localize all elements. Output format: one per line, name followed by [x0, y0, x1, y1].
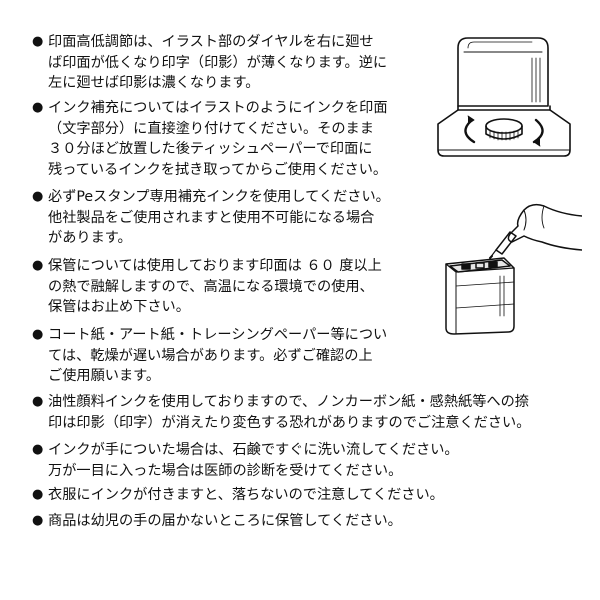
note-line: ご使用願います。 — [48, 368, 161, 384]
note-ink-on-hands: ● インクが手についた場合は、石鹸ですぐに洗い流してください。 万が一目に入った… — [32, 440, 459, 481]
note-line: 印面高低調節は、イラスト部のダイヤルを右に廻せ — [48, 34, 374, 50]
note-line: ば印面が低くなり印字（印影）が薄くなります。逆に — [48, 54, 388, 71]
bullet-icon: ● — [32, 513, 44, 528]
note-ink-on-clothes: ● 衣服にインクが付きますと、落ちないので注意してください。 — [32, 485, 444, 506]
bullet-icon: ● — [32, 189, 44, 204]
note-line: があります。 — [48, 230, 132, 246]
bullet-icon: ● — [32, 258, 44, 273]
note-oil-pigment-ink: ● 油性顔料インクを使用しておりますので、ノンカーボン紙・感熱紙等への捺 印は印… — [32, 392, 530, 433]
note-line: 保管はお止め下さい。 — [48, 299, 190, 315]
note-storage-heat: ● 保管については使用しております印面は ６０ 度以上 の熱で融解しますので、高… — [32, 256, 382, 318]
note-line: の熱で融解しますので、高温になる環境での使用、 — [48, 278, 374, 295]
note-line: インクが手についた場合は、石鹸ですぐに洗い流してください。 — [48, 442, 459, 458]
note-line: 商品は幼児の手の届かないところに保管してください。 — [48, 513, 402, 529]
note-child-safety: ● 商品は幼児の手の届かないところに保管してください。 — [32, 511, 402, 532]
note-line: 衣服にインクが付きますと、落ちないので注意してください。 — [48, 487, 444, 503]
note-line: 左に廻せば印影は濃くなります。 — [48, 75, 260, 91]
note-line: 残っているインクを拭き取ってからご使用ください。 — [48, 161, 388, 178]
note-line: 印は印影（印字）が消えたり変色する恐れがありますのでご注意ください。 — [48, 414, 531, 431]
note-paper-drying: ● コート紙・アート紙・トレーシングペーパー等につい ては、乾燥が遅い場合があり… — [32, 325, 387, 387]
bullet-icon: ● — [32, 442, 44, 457]
note-dedicated-ink: ● 必ずPeスタンプ専用補充インクを使用してください。 他社製品をご使用されます… — [32, 187, 390, 249]
note-line: コート紙・アート紙・トレーシングペーパー等につい — [48, 327, 388, 343]
note-line: インク補充についてはイラストのようにインクを印面 — [48, 100, 388, 116]
note-line: ３０分ほど放置した後ティッシュペーパーで印面に — [48, 141, 373, 157]
bullet-icon: ● — [32, 100, 44, 115]
bullet-icon: ● — [32, 34, 44, 49]
note-line: 万が一目に入った場合は医師の診断を受けてください。 — [48, 462, 403, 479]
ink-refill-hand-icon — [445, 203, 582, 335]
note-line: 油性顔料インクを使用しておりますので、ノンカーボン紙・感熱紙等への捺 — [48, 394, 529, 410]
bullet-icon: ● — [32, 487, 44, 502]
stamp-dial-adjust-icon — [437, 37, 571, 157]
bullet-icon: ● — [32, 394, 44, 409]
note-height-adjustment: ● 印面高低調節は、イラスト部のダイヤルを右に廻せ ば印面が低くなり印字（印影）… — [32, 32, 387, 94]
note-line: 必ずPeスタンプ専用補充インクを使用してください。 — [48, 189, 390, 205]
note-line: 他社製品をご使用されますと使用不可能になる場合 — [48, 209, 375, 226]
note-line: ては、乾燥が遅い場合があります。必ずご確認の上 — [48, 347, 373, 364]
bullet-icon: ● — [32, 327, 44, 342]
note-ink-refill: ● インク補充についてはイラストのようにインクを印面 （文字部分）に直接塗り付け… — [32, 98, 388, 180]
note-line: （文字部分）に直接塗り付けてください。そのまま — [48, 120, 374, 137]
note-line: 保管については使用しております印面は ６０ 度以上 — [48, 258, 382, 274]
